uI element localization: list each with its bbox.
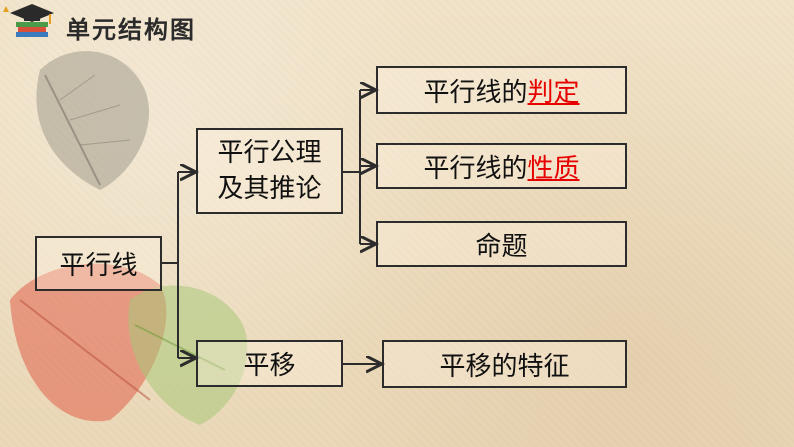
translation-feature-box: 平移的特征 [382,340,627,388]
proposition-box: 命题 [376,221,627,267]
slide-header: 单元结构图 [0,0,794,50]
translation-label: 平移 [243,351,296,381]
axiom-box: 平行公理 及其推论 [196,128,343,214]
proposition-label: 命题 [475,231,528,262]
property-box: 平行线的性质 [376,143,627,189]
judgement-box: 平行线的判定 [376,66,627,114]
axiom-label-line2: 及其推论 [217,174,322,204]
judgement-highlight: 判定 [527,77,580,108]
property-highlight: 性质 [527,153,580,184]
translation-box: 平移 [196,340,343,387]
slide-title: 单元结构图 [66,16,196,44]
translation-feature-label: 平移的特征 [439,351,570,382]
graduation-cap-books-icon [3,4,54,37]
gray-leaf-icon [36,51,149,190]
property-prefix: 平行线的 [423,153,528,184]
root-box: 平行线 [35,236,162,291]
judgement-prefix: 平行线的 [423,77,528,108]
root-label: 平行线 [59,251,138,281]
axiom-label-line1: 平行公理 [217,138,322,168]
red-leaf-icon [10,263,167,422]
